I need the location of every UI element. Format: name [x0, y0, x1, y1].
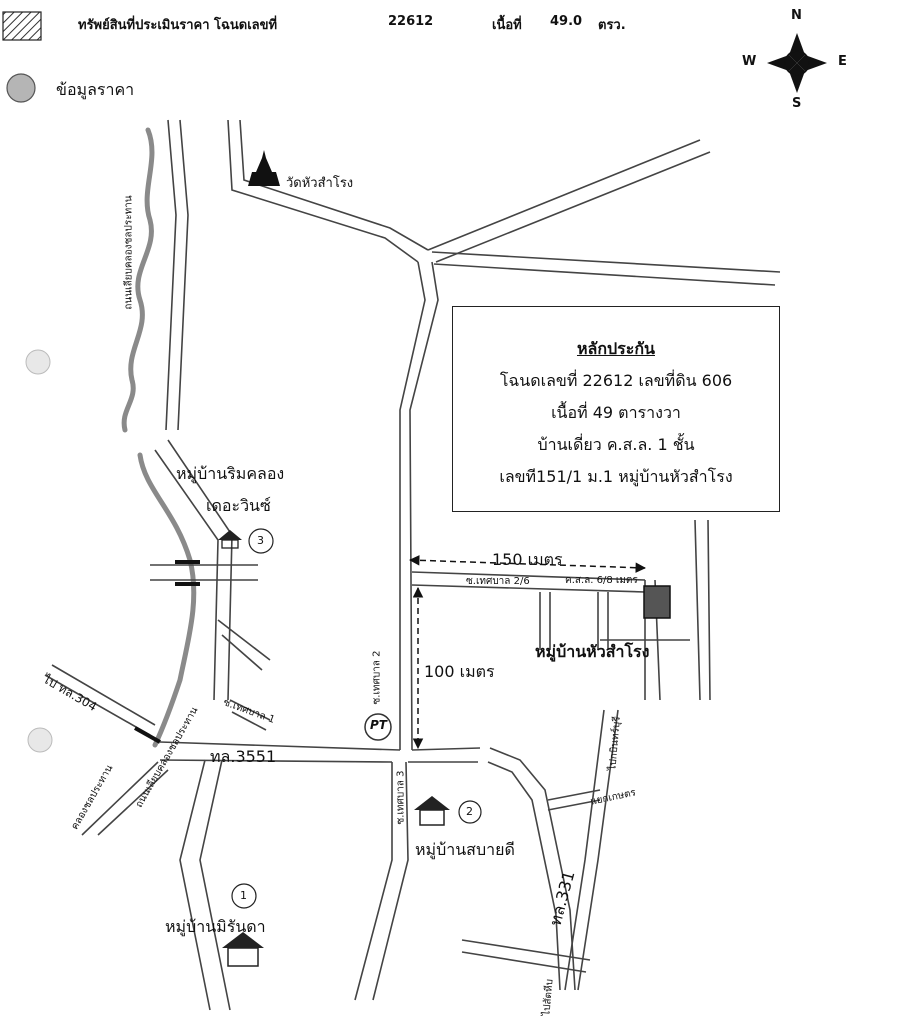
village-number-circle — [231, 883, 257, 909]
appraised-hatch-symbol — [2, 11, 42, 41]
irrigation-canal — [121, 127, 197, 748]
temple-icon — [248, 150, 280, 186]
binder-hole-icon — [25, 349, 51, 375]
road-width-label: ค.ส.ล. 6/8 เมตร — [565, 575, 638, 586]
village-sabaidee-label: หมู่บ้านสบายดี — [415, 840, 515, 859]
binder-hole-icon — [27, 727, 53, 753]
area-label: เนื้อที่ — [492, 18, 522, 33]
area-value: 49.0 — [550, 14, 583, 29]
village-rimklong-label-2: เดอะวินซ์ — [206, 496, 271, 515]
ptt-station-icon — [364, 713, 392, 741]
soi-thesaban-3-label: ซ.เทศบาล 3 — [395, 770, 407, 825]
compass-e: E — [838, 54, 847, 69]
bridges — [134, 560, 200, 744]
area-unit: ตรว. — [598, 18, 626, 33]
collateral-box: หลักประกัน โฉนดเลขที่ 22612 เลขที่ดิน 60… — [452, 306, 780, 512]
village-rimklong-label-1: หมู่บ้านริมคลอง — [176, 464, 285, 483]
subject-parcel — [643, 585, 671, 619]
legend-price-label: ข้อมูลราคา — [56, 80, 135, 99]
collateral-line-4: เลขที151/1 ม.1 หมู่บ้านหัวสำโรง — [499, 467, 733, 486]
village-sabaidee-number: 2 — [466, 805, 473, 818]
to-sattahip-label: ไปสัตหีบ — [541, 978, 556, 1017]
compass-n: N — [791, 8, 802, 23]
price-data-symbol — [6, 73, 36, 103]
collateral-line-1: โฉนดเลขที่ 22612 เลขที่ดิน 606 — [499, 371, 733, 390]
soi-thesaban-2-label: ซ.เทศบาล 2 — [371, 650, 383, 705]
house-icon — [218, 530, 242, 549]
village-rimklong-number: 3 — [257, 534, 264, 547]
deed-number: 22612 — [388, 14, 434, 29]
collateral-line-2: เนื้อที่ 49 ตารางวา — [551, 403, 681, 422]
soi-thesaban-2-6-label: ซ.เทศบาล 2/6 — [466, 576, 530, 587]
house-icon — [222, 932, 264, 967]
distance-horizontal-label: 150 เมตร — [492, 550, 563, 569]
collateral-line-3: บ้านเดี่ยว ค.ส.ล. 1 ชั้น — [537, 435, 695, 454]
road-network — [44, 119, 781, 1011]
collateral-title: หลักประกัน — [576, 339, 655, 358]
distance-vertical-label: 100 เมตร — [424, 662, 495, 681]
house-icon — [414, 796, 450, 826]
ptt-logo-text: PT — [370, 718, 387, 732]
compass-w: W — [742, 54, 757, 69]
village-number-circle — [458, 800, 482, 824]
hwy-3551-label: ทล.3551 — [210, 747, 277, 766]
village-number-circle — [248, 528, 274, 554]
compass-icon — [767, 33, 827, 93]
temple-label: วัดหัวสำโรง — [286, 176, 354, 191]
canal-road-north-label: ถนนเลียบคลองชลประทาน — [123, 195, 135, 310]
legend-appraised-label: ทรัพย์สินที่ประเมินราคา โฉนดเลขที่ — [78, 18, 278, 33]
compass-s: S — [792, 96, 802, 111]
village-mirunda-number: 1 — [240, 889, 247, 902]
distance-arrow-horizontal — [408, 555, 647, 573]
village-huasamrong-label: หมู่บ้านหัวสำโรง — [535, 642, 650, 661]
village-mirunda-label: หมู่บ้านมิรันดา — [165, 917, 266, 936]
